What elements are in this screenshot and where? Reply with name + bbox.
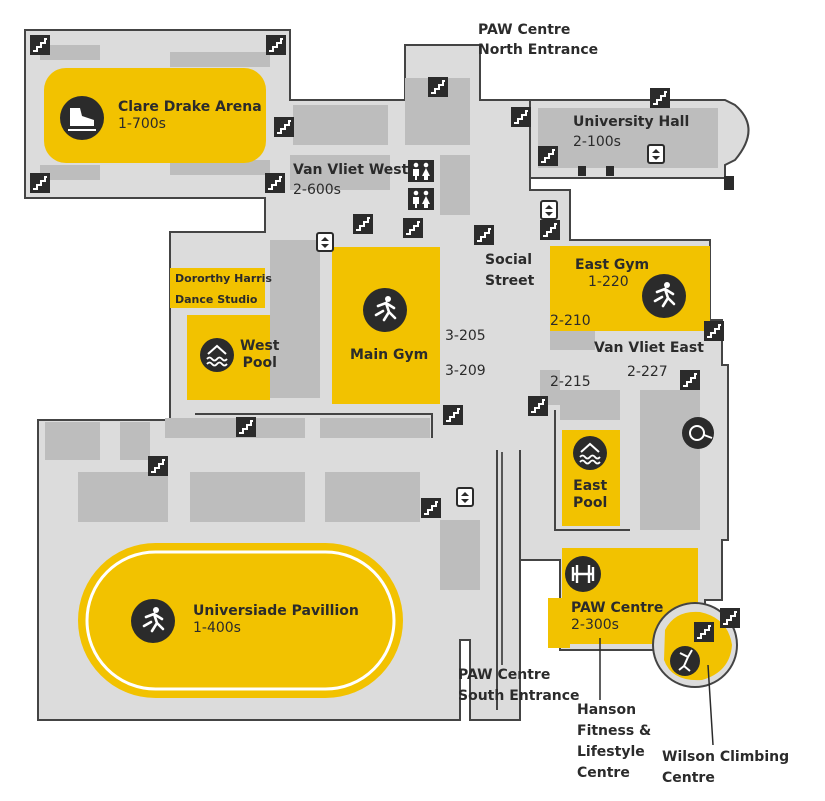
north-entrance-label: PAW Centre North Entrance [478,20,598,60]
dumbbell-icon [565,556,601,592]
venue-name: East Gym [575,257,650,273]
main-gym-label: Main Gym [350,347,428,364]
room-3-205: 3-205 [445,328,486,344]
clare-drake-arena-label: Clare Drake Arena 1-700s [118,99,262,133]
room-range: 1-220 [588,274,629,290]
venue-name-2: Dance Studio [175,293,258,306]
swimmer-icon [199,337,235,373]
swimmer-icon [572,435,608,471]
room-2-227: 2-227 [627,364,668,380]
van-vliet-east-label: Van Vliet East [594,340,704,357]
skate-icon [60,96,104,140]
venue-name: Main Gym [350,347,429,363]
university-hall-label: University Hall 2-100s [573,114,689,151]
west-pool-label: West Pool [240,338,279,372]
van-vliet-west-label: Van Vliet West 2-600s [293,162,408,199]
paw-centre-label: PAW Centre 2-300s [571,600,663,634]
universiade-pavillion-label: Universiade Pavillion 1-400s [193,603,359,637]
east-gym-label: East Gym 1-220 [575,257,649,291]
venue-name-2: Pool [242,355,277,371]
venue-name-2: Pool [573,495,608,511]
venue-name: East [573,478,608,494]
venue-name: West [240,338,280,354]
venue-name: Universiade Pavillion [193,603,359,619]
room-range: 1-700s [118,116,166,132]
runner-icon [361,286,409,334]
room-2-215: 2-215 [550,374,591,390]
area-name-2: Street [485,273,535,289]
room-range: 1-400s [193,620,241,636]
east-pool-label: East Pool [573,478,607,512]
area-name: Social [485,252,533,268]
wilson-climbing-label: Wilson Climbing Centre [662,747,789,789]
callout-line: Lifestyle [577,744,645,760]
room-range: 2-300s [571,617,619,633]
callout-line: Hanson [577,702,637,718]
area-name: Van Vliet West [293,162,409,178]
entrance-name-2: North Entrance [478,42,599,58]
south-entrance-label: PAW Centre South Entrance [458,665,580,707]
venue-name: Dororthy Harris [175,272,272,285]
entrance-name: PAW Centre [478,22,571,38]
room-range: 2-100s [573,134,621,150]
lifeguard-icon [682,417,714,449]
entrance-name: PAW Centre [458,667,551,683]
venue-name: PAW Centre [571,600,664,616]
dance-studio-label: Dororthy Harris Dance Studio [175,268,272,310]
area-name: Van Vliet East [594,340,704,356]
climber-icon [670,646,700,676]
callout-line: Centre [662,770,715,786]
room-2-210: 2-210 [550,313,591,329]
callout-line: Fitness & [577,723,652,739]
callout-line: Centre [577,765,630,781]
venue-name: Clare Drake Arena [118,99,262,115]
area-name: University Hall [573,114,690,130]
social-street-label: Social Street [485,250,534,292]
hanson-fitness-label: Hanson Fitness & Lifestyle Centre [577,700,651,784]
callout-line: Wilson Climbing [662,749,790,765]
room-range: 2-600s [293,182,341,198]
runner-icon [129,597,177,645]
room-3-209: 3-209 [445,363,486,379]
entrance-name-2: South Entrance [458,688,580,704]
